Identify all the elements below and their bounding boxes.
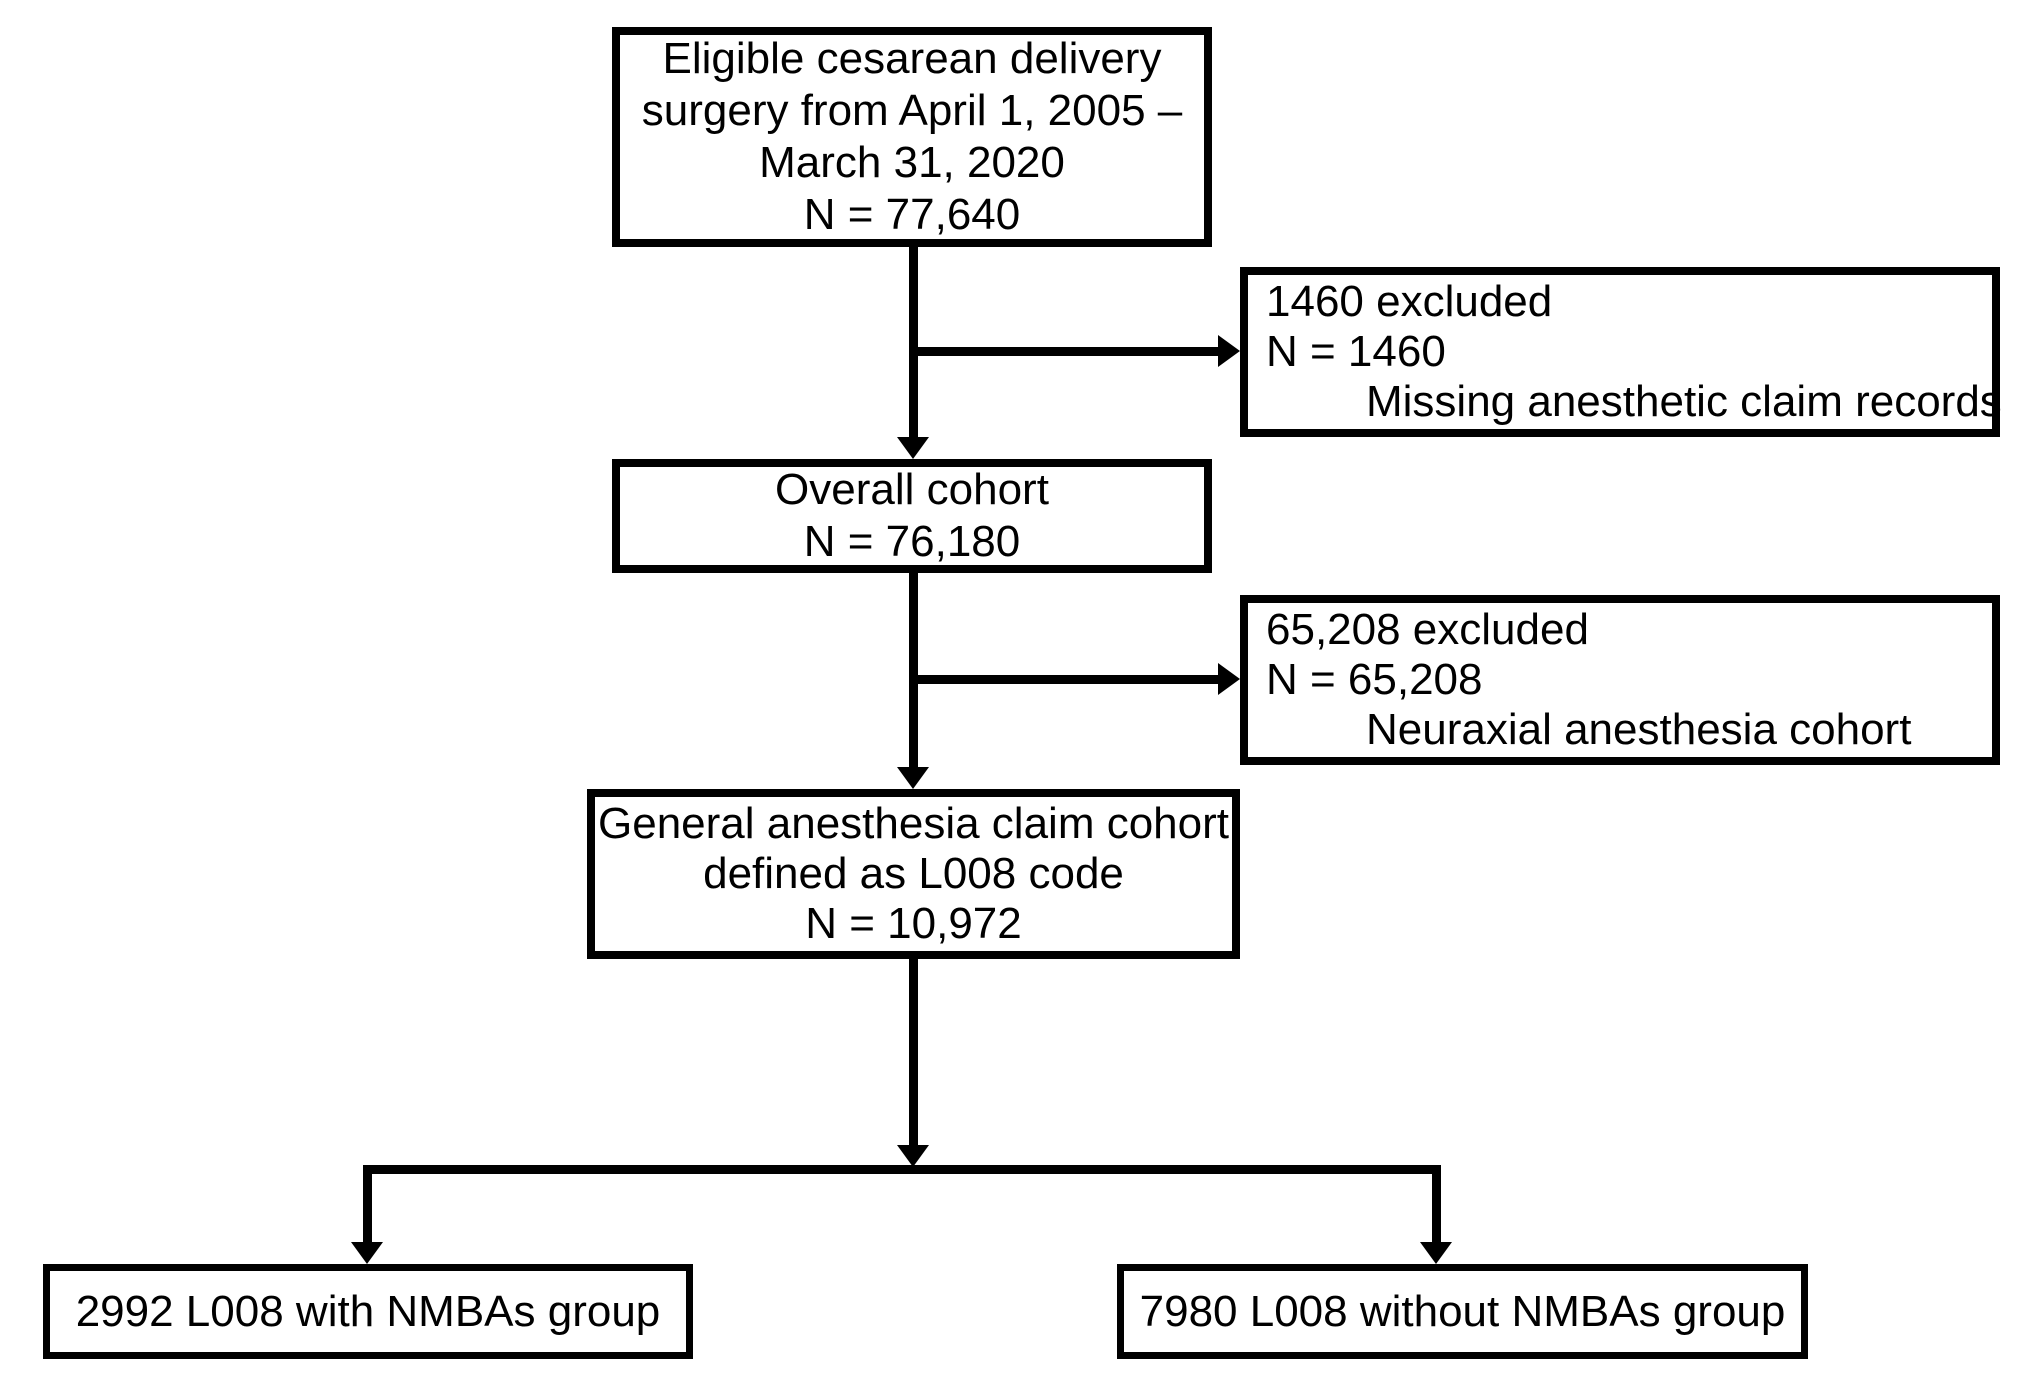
- overall-title: Overall cohort: [775, 465, 1049, 514]
- node-without-nmbas-group: 7980 L008 without NMBAs group: [1117, 1264, 1808, 1359]
- node-general-anesthesia-cohort: General anesthesia claim cohort defined …: [587, 789, 1240, 959]
- excluded2-reason: Neuraxial anesthesia cohort: [1366, 705, 1912, 754]
- connector-eligible-to-overall: [909, 247, 918, 437]
- node-eligible-cohort: Eligible cesarean delivery surgery from …: [612, 27, 1212, 247]
- connector-to-excluded-2: [913, 675, 1218, 684]
- ga-count: N = 10,972: [805, 899, 1022, 948]
- connector-ga-to-branch: [909, 959, 918, 1145]
- node-overall-cohort: Overall cohort N = 76,180: [612, 459, 1212, 573]
- excluded1-reason: Missing anesthetic claim records: [1366, 377, 2002, 426]
- ga-line-1: General anesthesia claim cohort: [598, 799, 1229, 848]
- with-nmbas-label: 2992 L008 with NMBAs group: [75, 1286, 661, 1336]
- connector-branch-to-without-nmbas: [1432, 1165, 1441, 1244]
- node-eligible-line-2: surgery from April 1, 2005 –: [641, 86, 1183, 135]
- excluded1-title: 1460 excluded: [1266, 277, 1553, 326]
- excluded1-count: N = 1460: [1266, 327, 1446, 376]
- node-excluded-neuraxial: 65,208 excluded N = 65,208 Neuraxial ane…: [1240, 595, 2000, 765]
- node-with-nmbas-group: 2992 L008 with NMBAs group: [43, 1264, 693, 1359]
- arrowhead-down-icon: [897, 767, 929, 789]
- connector-branch-to-with-nmbas: [363, 1165, 372, 1244]
- overall-count: N = 76,180: [803, 517, 1021, 566]
- branch-horizontal-line: [363, 1165, 1441, 1174]
- excluded2-title: 65,208 excluded: [1266, 605, 1589, 654]
- arrowhead-right-icon: [1218, 663, 1240, 695]
- node-excluded-missing-claims: 1460 excluded N = 1460 Missing anestheti…: [1240, 267, 2002, 437]
- connector-to-excluded-1: [913, 347, 1218, 356]
- arrowhead-down-icon: [897, 1145, 929, 1167]
- excluded2-count: N = 65,208: [1266, 655, 1483, 704]
- without-nmbas-label: 7980 L008 without NMBAs group: [1139, 1286, 1786, 1336]
- connector-overall-to-ga: [909, 573, 918, 767]
- node-eligible-line-3: March 31, 2020: [759, 138, 1065, 187]
- arrowhead-right-icon: [1218, 335, 1240, 367]
- arrowhead-down-icon: [1420, 1242, 1452, 1264]
- arrowhead-down-icon: [897, 437, 929, 459]
- arrowhead-down-icon: [351, 1242, 383, 1264]
- node-eligible-count: N = 77,640: [803, 190, 1021, 239]
- node-eligible-line-1: Eligible cesarean delivery: [662, 34, 1162, 83]
- ga-line-2: defined as L008 code: [703, 849, 1124, 898]
